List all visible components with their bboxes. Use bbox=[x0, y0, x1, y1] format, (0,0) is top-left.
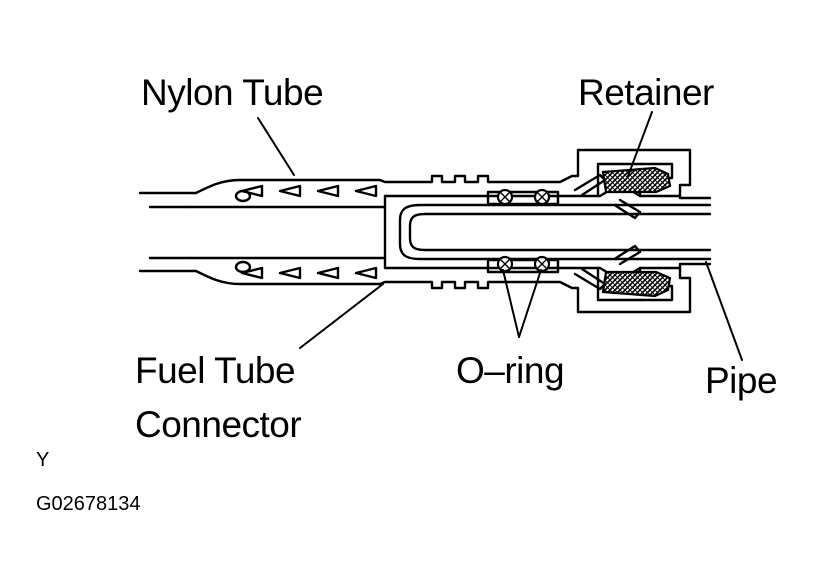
footer-code: Y bbox=[36, 449, 50, 471]
label-fuel-tube-connector-line2: Connector bbox=[135, 404, 302, 445]
connector-body-top bbox=[194, 148, 712, 200]
label-o-ring: O–ring bbox=[456, 350, 565, 391]
retainer-bottom bbox=[601, 270, 672, 298]
leader-o-ring-a bbox=[502, 269, 520, 338]
leader-retainer bbox=[627, 111, 653, 177]
connector-inner-wall bbox=[383, 188, 682, 276]
label-retainer: Retainer bbox=[578, 72, 714, 113]
retainer-top bbox=[601, 166, 672, 194]
barbs-bottom bbox=[240, 266, 378, 280]
label-fuel-tube-connector-line1: Fuel Tube bbox=[135, 350, 296, 391]
nylon-tube-shape bbox=[138, 191, 387, 273]
connector-body-bottom bbox=[194, 262, 712, 314]
label-nylon-tube: Nylon Tube bbox=[141, 72, 324, 113]
barbs-top bbox=[240, 184, 378, 198]
leader-pipe bbox=[705, 261, 743, 361]
label-pipe: Pipe bbox=[705, 360, 778, 401]
figure-id: G02678134 bbox=[36, 493, 141, 515]
pipe-shape bbox=[398, 203, 712, 261]
leader-fuel-tube-connector bbox=[299, 283, 384, 349]
leader-o-ring-b bbox=[518, 269, 542, 338]
leader-nylon-tube bbox=[257, 117, 295, 176]
